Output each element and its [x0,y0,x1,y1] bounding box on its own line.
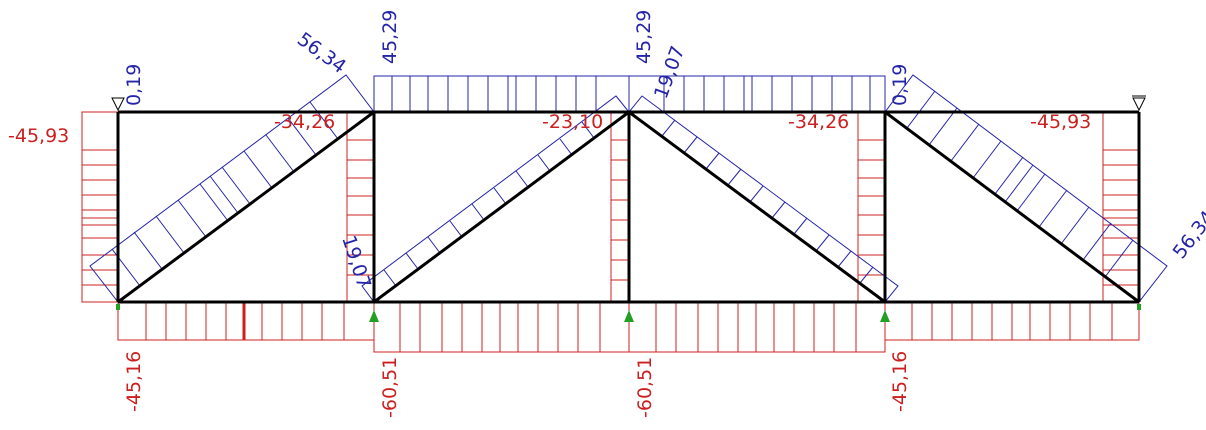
vertical-3-diagram [610,111,630,303]
diagonal-member-3 [628,110,886,304]
label-top-left-vertical: 0,19 [123,64,145,106]
label-right-end-diagonal: 56,34 [1169,207,1206,263]
left-diagonal-diagram [89,74,375,303]
support-dot-icon-right [1137,304,1141,310]
label-top-center-diagonal: 19,07 [650,43,689,102]
label-vertical-3: -23,10 [542,111,603,133]
label-top-chord-right: 45,29 [633,10,655,64]
diagonal-member-1 [117,110,375,304]
label-right-end-vertical: -45,93 [1030,111,1091,133]
top-chord-diagram [373,75,886,113]
bottom-chord-3-diagram [628,301,886,353]
left-vertical-hatch [82,149,118,286]
left-vertical-diagram [81,111,119,303]
label-lower-diagonal-small: 19,07 [337,233,375,292]
right-diagonal-diagram [884,74,1168,303]
label-vertical-2: -34,26 [274,111,335,133]
label-top-chord-left: 45,29 [379,10,401,64]
label-bottom-2: -60,51 [379,357,401,418]
support-dot-icon-left [116,304,120,310]
label-top-right-vertical: 0,19 [889,64,911,106]
bottom-chord-1-diagram [117,301,375,341]
truss-members [116,110,1141,304]
bottom-chord-4-diagram [884,301,1140,341]
compression-diagrams [81,111,1140,353]
supports [111,95,1146,322]
support-arrow-icon-1 [369,310,379,322]
force-labels: 0,19 56,34 45,29 45,29 19,07 0,19 56,34 … [8,10,1206,418]
support-arrow-icon-2 [624,310,634,322]
label-left-end-vertical: -45,93 [8,125,69,147]
label-bottom-3: -60,51 [634,357,656,418]
diagonal-member-2 [373,110,630,304]
right-vertical-diagram [1102,111,1140,303]
label-top-left-diagonal: 56,34 [293,28,350,78]
bottom-chord-2-diagram [373,301,630,353]
label-bottom-4: -45,16 [889,351,911,412]
support-arrow-icon-3 [880,310,890,322]
hinge-left-icon [111,97,125,112]
label-vertical-4: -34,26 [788,111,849,133]
diagonal-member-4 [884,110,1140,304]
label-bottom-1: -45,16 [123,351,145,412]
hinge-right-icon [1132,95,1146,112]
